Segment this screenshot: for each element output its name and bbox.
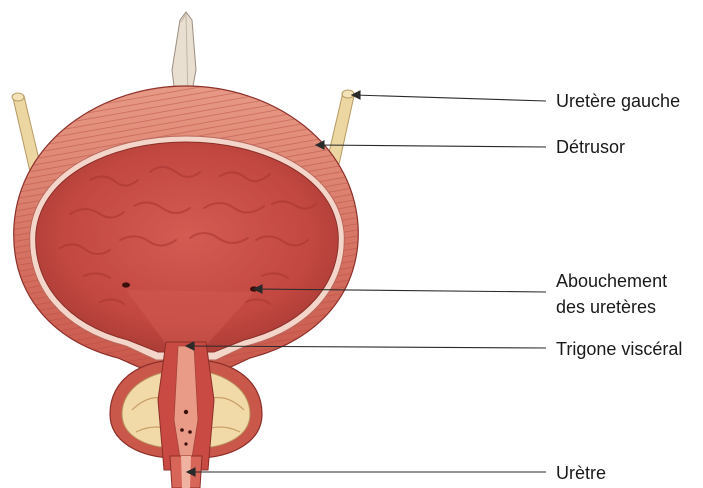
bladder-neck	[158, 342, 214, 470]
label-urethra: Urètre	[556, 460, 606, 486]
label-ureteral-orifices-line1: Abouchement	[556, 268, 667, 294]
leader-detrusor	[318, 145, 546, 147]
label-ureteral-orifices-line2: des uretères	[556, 294, 656, 320]
label-ureter-left: Uretère gauche	[556, 88, 680, 114]
right-ureteral-orifice	[122, 282, 130, 287]
leader-ureter	[354, 95, 546, 101]
label-detrusor: Détrusor	[556, 134, 625, 160]
label-trigone: Trigone viscéral	[556, 336, 682, 362]
